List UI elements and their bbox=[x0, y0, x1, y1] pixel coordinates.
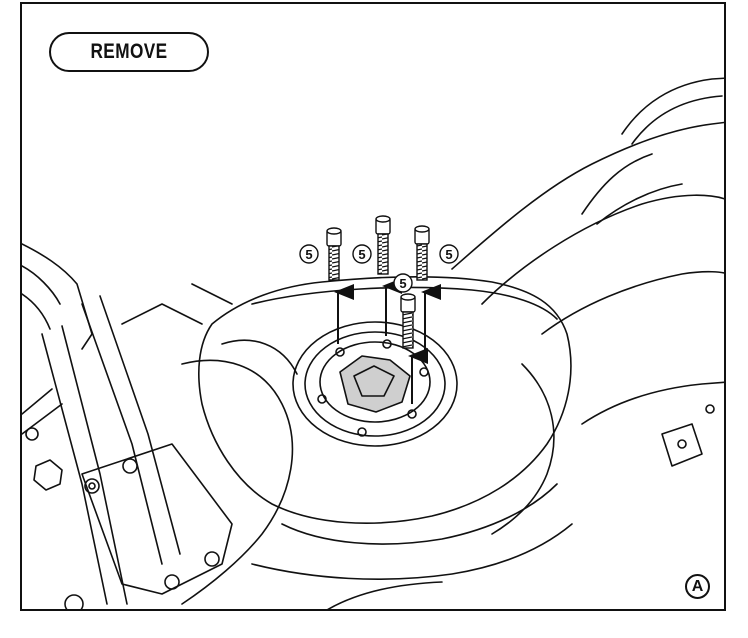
screw-icon-3 bbox=[414, 225, 430, 281]
fork-tube-left bbox=[41, 325, 128, 605]
triple-clamp bbox=[81, 443, 233, 595]
left-bolt bbox=[25, 427, 39, 441]
callout-group: 5 5 5 5 bbox=[299, 244, 459, 293]
callout-3-label: 5 bbox=[445, 247, 452, 262]
handlebar-grip bbox=[22, 265, 61, 330]
screw-icon-1 bbox=[326, 227, 342, 281]
clamp-bolt-1-inner bbox=[88, 482, 96, 490]
tank-lower-panel bbox=[281, 483, 558, 545]
screw-icon-2 bbox=[375, 215, 391, 275]
tank-side-crease bbox=[221, 339, 298, 375]
bracket-bolt-2 bbox=[705, 404, 715, 414]
callout-3: 5 bbox=[439, 244, 459, 264]
clamp-bolt-2 bbox=[122, 458, 138, 474]
clamp-bolt-3 bbox=[164, 574, 180, 590]
remove-label-text: REMOVE bbox=[90, 40, 168, 63]
ring-hole-4 bbox=[407, 409, 417, 419]
removal-arrows bbox=[334, 278, 441, 404]
rear-fender-line bbox=[581, 381, 724, 425]
motorcycle-tank-illustration: 5 5 5 5 bbox=[22, 77, 724, 609]
filler-cap-detail bbox=[353, 365, 395, 397]
view-label-text: A bbox=[691, 577, 704, 595]
screw-icon-4 bbox=[400, 293, 416, 349]
tail-panel bbox=[581, 153, 683, 225]
tank-side-panel bbox=[181, 359, 294, 605]
clamp-bolt-4 bbox=[204, 551, 220, 567]
filler-cap-lobes bbox=[339, 355, 411, 413]
tank-top-edge bbox=[251, 286, 558, 320]
mirror-stalk bbox=[22, 388, 63, 435]
view-label-badge: A bbox=[685, 574, 710, 599]
screw-group bbox=[326, 215, 430, 349]
ring-hole-5 bbox=[357, 427, 367, 437]
diagram-frame: REMOVE bbox=[20, 2, 726, 611]
callout-2-label: 5 bbox=[358, 247, 365, 262]
callout-2: 5 bbox=[352, 244, 372, 264]
bracket-bolt bbox=[677, 439, 687, 449]
filler-middle-ring bbox=[304, 331, 446, 437]
filler-inner-ring bbox=[319, 341, 431, 423]
filler-outer-ring bbox=[292, 321, 458, 447]
callout-1-label: 5 bbox=[305, 247, 312, 262]
remove-label-pill: REMOVE bbox=[49, 32, 209, 72]
tail-grab-rail bbox=[621, 77, 724, 145]
fuel-tank-outline bbox=[198, 275, 572, 524]
seat-cushion bbox=[481, 194, 724, 305]
callout-4-label: 5 bbox=[399, 276, 406, 291]
seat-edge bbox=[541, 270, 724, 335]
frame-rails bbox=[121, 283, 233, 325]
ring-hole-1 bbox=[335, 347, 345, 357]
handlebar-left bbox=[22, 243, 93, 350]
side-bracket bbox=[661, 423, 703, 467]
rear-seat-outline bbox=[451, 121, 724, 270]
tank-knee-recess bbox=[491, 363, 555, 535]
ring-hole-2 bbox=[382, 339, 392, 349]
fork-tube-right bbox=[81, 295, 181, 565]
clamp-bolt-1 bbox=[84, 478, 100, 494]
callout-1: 5 bbox=[299, 244, 319, 264]
steering-nut bbox=[33, 459, 63, 491]
ring-hole-6 bbox=[317, 394, 327, 404]
callout-4: 5 bbox=[393, 273, 413, 293]
lower-fairing bbox=[251, 523, 573, 609]
clamp-bolt-5 bbox=[64, 594, 84, 609]
ring-hole-3 bbox=[419, 367, 429, 377]
